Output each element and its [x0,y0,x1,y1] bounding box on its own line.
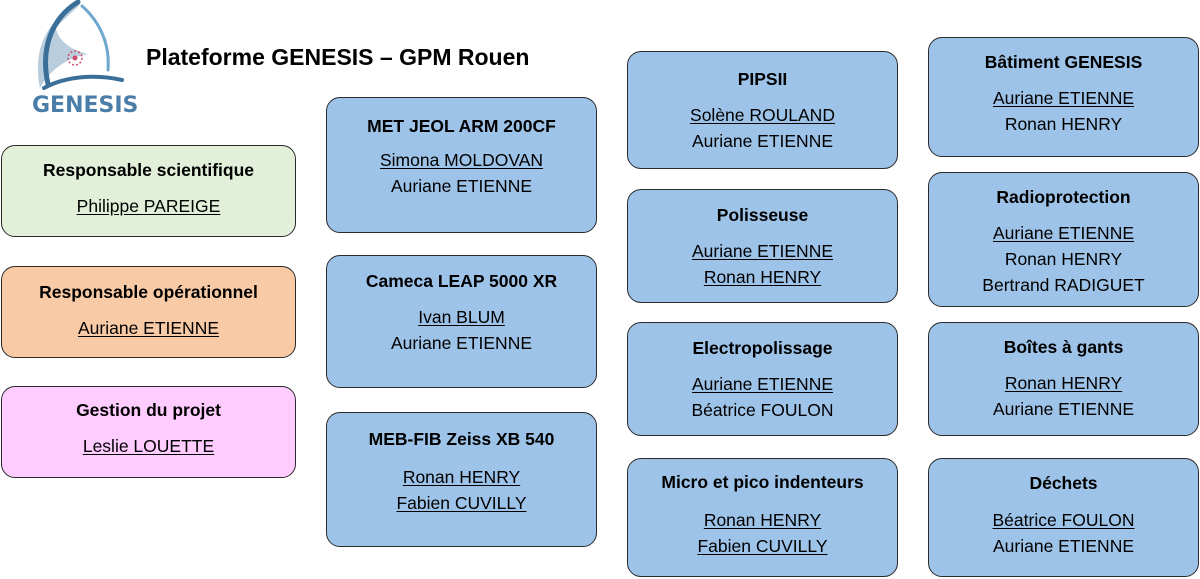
prep-box-pipsii: PIPSII Solène ROULAND Auriane ETIENNE [627,51,898,169]
person-name: Ronan HENRY [1004,249,1123,269]
person-name: Auriane ETIENNE [691,131,834,151]
prep-title: Micro et pico indenteurs [661,472,864,492]
role-box-scientifique: Responsable scientifique Philippe PAREIG… [1,145,296,237]
role-title: Responsable opérationnel [39,282,258,302]
person-link[interactable]: Ronan HENRY [703,510,822,530]
role-title: Responsable scientifique [42,160,255,180]
instrument-title: MEB-FIB Zeiss XB 540 [368,429,555,449]
person-name: Auriane ETIENNE [992,536,1135,556]
logo-text: GENESIS [32,93,138,118]
instrument-box-met: MET JEOL ARM 200CF Simona MOLDOVAN Auria… [326,97,597,233]
person-name: Auriane ETIENNE [390,176,533,196]
genesis-logo: GENESIS [32,0,138,118]
prep-title: PIPSII [737,69,788,89]
person-link[interactable]: Fabien CUVILLY [697,536,828,556]
role-box-projet: Gestion du projet Leslie LOUETTE [1,386,296,478]
person-link[interactable]: Ronan HENRY [1004,373,1123,393]
person-name: Ronan HENRY [1004,114,1123,134]
service-title: Déchets [1029,473,1098,493]
service-title: Bâtiment GENESIS [984,52,1143,72]
instrument-title: Cameca LEAP 5000 XR [365,271,558,291]
instrument-box-leap: Cameca LEAP 5000 XR Ivan BLUM Auriane ET… [326,255,597,388]
prep-title: Polisseuse [716,205,809,225]
service-title: Boîtes à gants [1003,337,1124,357]
role-box-operationnel: Responsable opérationnel Auriane ETIENNE [1,266,296,358]
person-link[interactable]: Auriane ETIENNE [691,374,834,394]
person-name: Béatrice FOULON [691,400,834,420]
atom-icon [67,50,83,66]
person-link[interactable]: Béatrice FOULON [992,510,1135,530]
instrument-title: MET JEOL ARM 200CF [367,116,556,136]
role-title: Gestion du projet [76,400,221,420]
person-link[interactable]: Ronan HENRY [703,267,822,287]
service-box-gants: Boîtes à gants Ronan HENRY Auriane ETIEN… [928,322,1199,436]
page-title: Plateforme GENESIS – GPM Rouen [146,44,530,70]
person-link[interactable]: Philippe PAREIGE [76,196,221,216]
prep-box-polisseuse: Polisseuse Auriane ETIENNE Ronan HENRY [627,189,898,303]
service-box-batiment: Bâtiment GENESIS Auriane ETIENNE Ronan H… [928,37,1199,157]
service-box-dechets: Déchets Béatrice FOULON Auriane ETIENNE [928,458,1199,577]
person-link[interactable]: Auriane ETIENNE [77,318,220,338]
person-name: Auriane ETIENNE [992,399,1135,419]
person-link[interactable]: Ivan BLUM [418,307,505,327]
person-link[interactable]: Auriane ETIENNE [691,241,834,261]
person-name: Bertrand RADIGUET [982,275,1145,295]
prep-box-electro: Electropolissage Auriane ETIENNE Béatric… [627,322,898,436]
person-link[interactable]: Auriane ETIENNE [992,88,1135,108]
prep-title: Electropolissage [692,338,833,358]
person-link[interactable]: Auriane ETIENNE [992,223,1135,243]
person-link[interactable]: Leslie LOUETTE [82,436,215,456]
person-link[interactable]: Fabien CUVILLY [396,493,527,513]
service-title: Radioprotection [996,187,1131,207]
prep-box-micro: Micro et pico indenteurs Ronan HENRY Fab… [627,458,898,577]
service-box-radioprotection: Radioprotection Auriane ETIENNE Ronan HE… [928,172,1199,307]
person-name: Auriane ETIENNE [390,333,533,353]
person-link[interactable]: Ronan HENRY [402,467,521,487]
person-link[interactable]: Solène ROULAND [690,105,835,125]
instrument-box-meb: MEB-FIB Zeiss XB 540 Ronan HENRY Fabien … [326,412,597,547]
person-link[interactable]: Simona MOLDOVAN [379,150,544,170]
